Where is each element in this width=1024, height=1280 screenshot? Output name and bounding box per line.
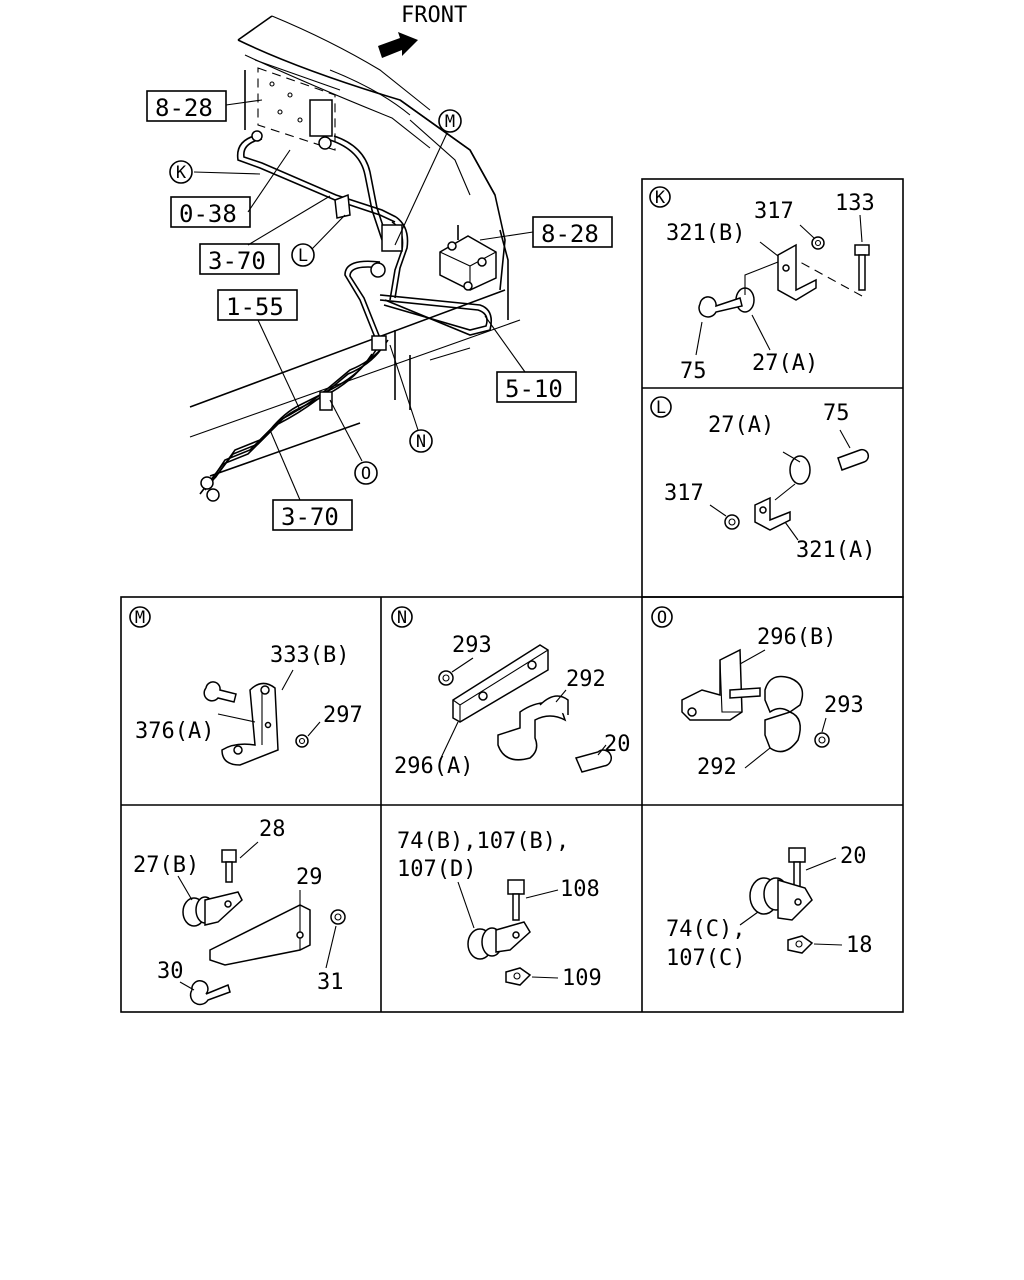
ref-box-8-28-upper[interactable]: 8-28 [146,90,227,122]
part-label-107d: 107(D) [397,857,476,882]
part-label-317: 317 [754,199,794,224]
proportioning-valve [439,225,497,291]
marker-letter: M [445,112,455,132]
marker-l[interactable]: L [291,243,315,267]
pipe-end-fittings [200,130,403,502]
detail-marker: L [656,398,666,418]
ref-box-label: 3-70 [208,247,266,275]
ref-box-1-55[interactable]: 1-55 [217,289,298,321]
detail-panel-k: K 321(B) 317 133 75 27(A) [649,186,875,384]
marker-letter: O [361,464,371,484]
leader-lines [193,99,534,501]
ref-box-3-70-lower[interactable]: 3-70 [272,499,353,531]
part-label-292: 292 [566,667,606,692]
detail-marker: O [657,608,667,628]
ref-box-label: 8-28 [541,220,599,248]
marker-m[interactable]: M [438,109,462,133]
ref-box-5-10[interactable]: 5-10 [496,371,577,403]
part-label-74b-107b: 74(B),107(B), [397,829,569,854]
detail-panel-o: O 296(B) 293 292 [651,606,864,780]
part-label-27b: 27(B) [133,853,199,878]
detail-panel-m: M 333(B) 297 376(A) [129,606,363,766]
part-label-75: 75 [680,359,707,384]
frame-outline [189,15,521,477]
part-label-75: 75 [823,401,850,426]
part-label-18: 18 [846,933,873,958]
part-label-28: 28 [259,817,286,842]
marker-letter: K [176,163,187,183]
part-label-107c: 107(C) [666,946,745,971]
part-label-109: 109 [562,966,602,991]
part-label-108: 108 [560,877,600,902]
part-label-321a: 321(A) [796,538,875,563]
part-label-293: 293 [452,633,492,658]
detail-marker: M [135,608,145,628]
marker-o[interactable]: O [354,461,378,485]
main-brake-valve [309,99,333,137]
part-label-29: 29 [296,865,323,890]
part-label-297: 297 [323,703,363,728]
part-label-317: 317 [664,481,704,506]
part-label-30: 30 [157,959,184,984]
marker-letter: L [298,246,308,266]
detail-panel-n: N 293 292 20 296(A) [391,606,631,779]
marker-n[interactable]: N [409,429,433,453]
ref-box-label: 1-55 [226,293,284,321]
detail-panel-74c: 20 74(C), 107(C) 18 [666,844,873,971]
detail-marker: K [655,188,666,208]
front-label: FRONT [401,3,467,28]
part-label-333b: 333(B) [270,643,349,668]
detail-panel-74b: 74(B),107(B), 107(D) 108 109 [397,829,602,991]
detail-panel-27b: 28 27(B) 29 30 31 [133,817,346,1006]
ref-box-label: 0-38 [179,200,237,228]
front-arrow-icon [378,32,418,58]
part-label-74c: 74(C), [666,917,745,942]
detail-panel-l: L 27(A) 75 317 321(A) [650,396,875,563]
part-label-321b: 321(B) [666,221,745,246]
part-label-20: 20 [840,844,867,869]
ref-box-label: 8-28 [155,94,213,122]
ref-box-label: 5-10 [505,375,563,403]
ref-box-label: 3-70 [281,503,339,531]
part-label-292: 292 [697,755,737,780]
detail-grid-lines [120,178,904,1013]
part-label-293: 293 [824,693,864,718]
marker-letter: N [416,432,426,452]
valve-mounting-plate [257,67,336,151]
ref-box-0-38[interactable]: 0-38 [170,196,251,228]
ref-box-8-28-right[interactable]: 8-28 [532,216,613,248]
part-label-133: 133 [835,191,875,216]
part-label-27a: 27(A) [708,413,774,438]
part-label-376a: 376(A) [135,719,214,744]
part-label-296b: 296(B) [757,625,836,650]
part-label-27a: 27(A) [752,351,818,376]
part-label-31: 31 [317,970,344,995]
detail-marker: N [397,608,407,628]
marker-k[interactable]: K [169,160,193,184]
main-assembly-view: FRONT [146,3,613,531]
part-label-296a: 296(A) [394,754,473,779]
ref-box-3-70-upper[interactable]: 3-70 [199,243,280,275]
